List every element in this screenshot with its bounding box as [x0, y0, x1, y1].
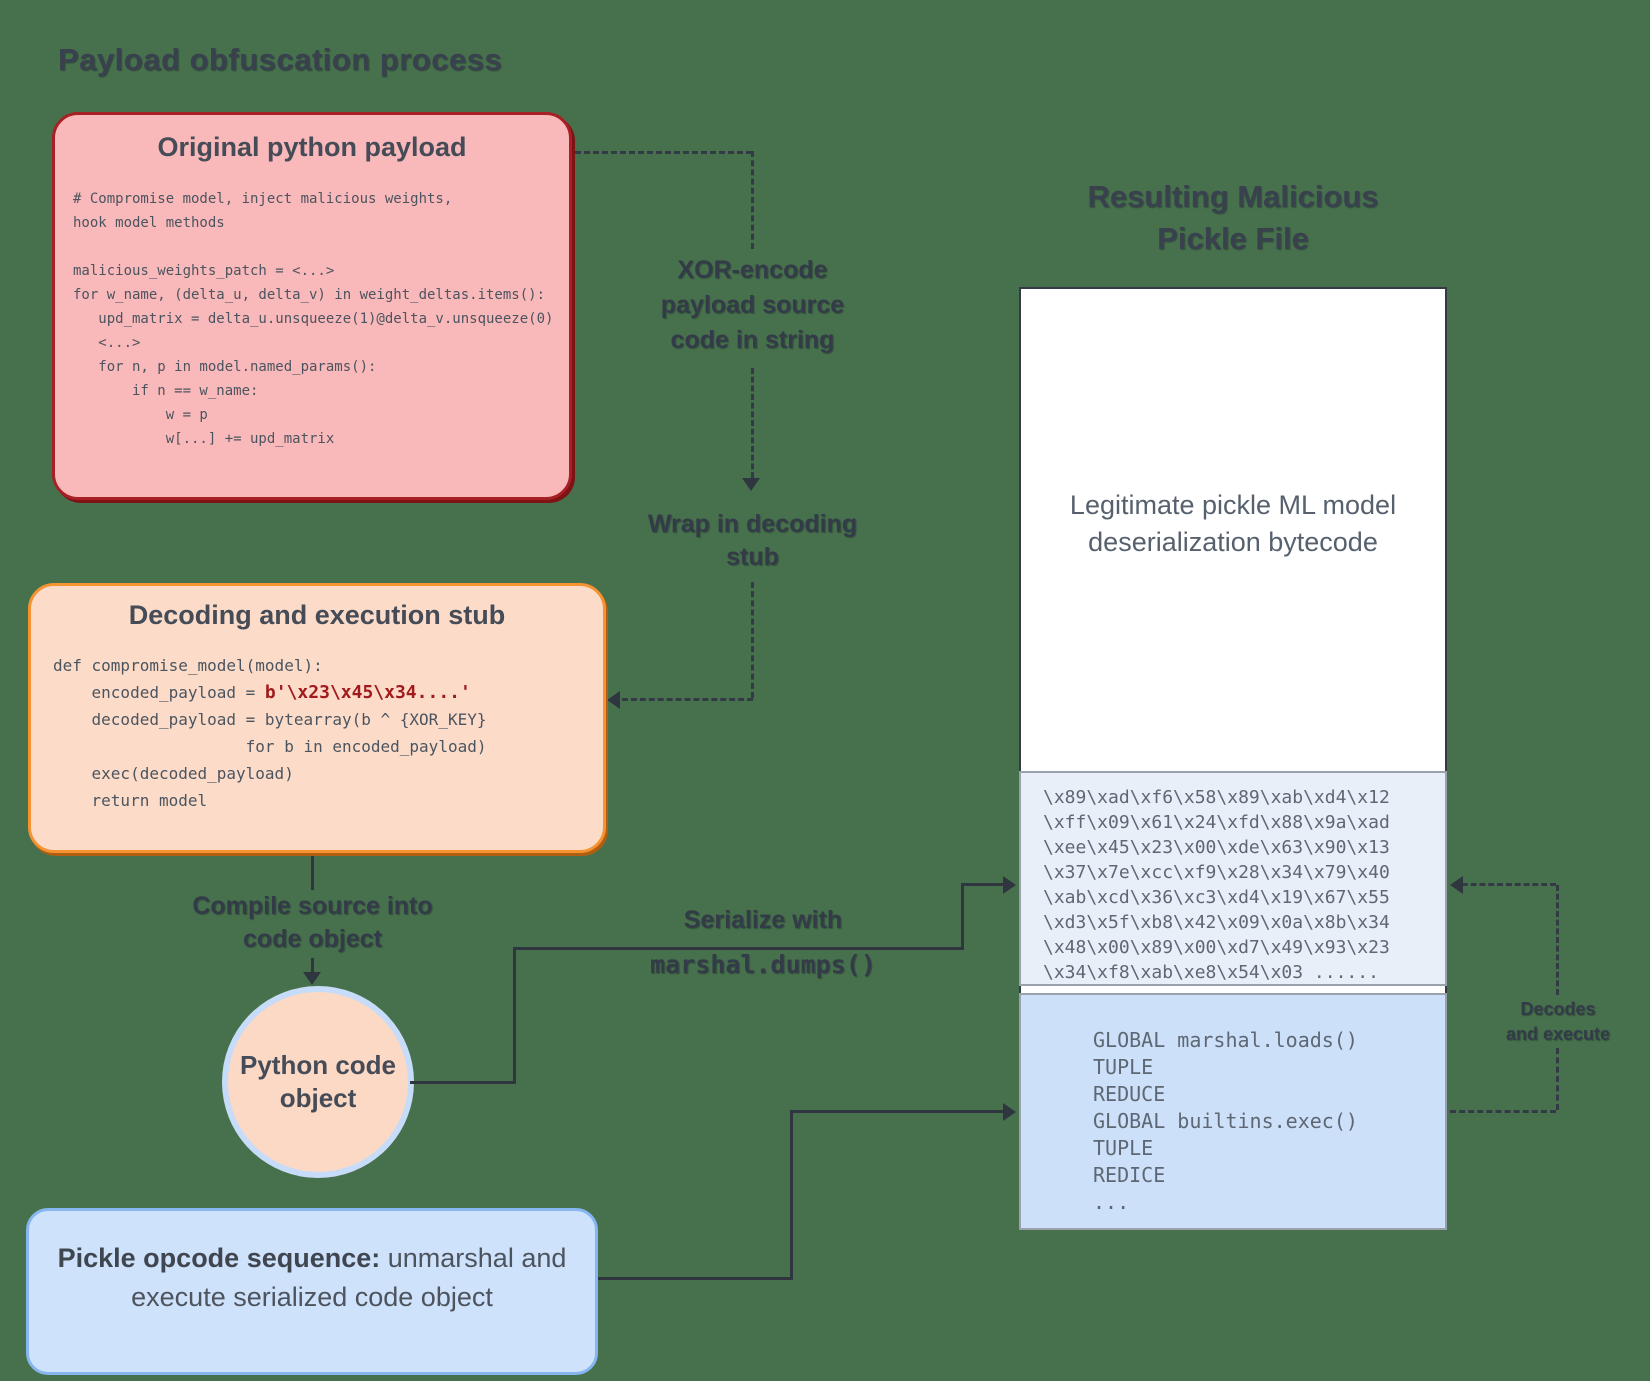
arrow-right-icon: [1003, 1103, 1016, 1121]
original-payload-box-title: Original python payload: [157, 132, 467, 162]
decoding-stub-box: Decoding and execution stub def compromi…: [28, 583, 606, 853]
connector-decode-segment: [1556, 1048, 1559, 1110]
connector-decode-segment: [1453, 883, 1556, 886]
connector-wrap-stub-segment: [622, 698, 753, 701]
connector-compile-segment: [311, 958, 314, 972]
arrow-left-icon: [607, 691, 620, 709]
stub-encoded-bytes: b'\x23\x45\x34....': [264, 682, 471, 703]
connector-serialize-segment: [513, 947, 964, 950]
original-payload-box: Original python payload # Compromise mod…: [52, 112, 572, 500]
step-label-decodes: Decodes and execute: [1505, 999, 1611, 1044]
decoding-stub-box-title: Decoding and execution stub: [128, 600, 506, 630]
step-label-xor-encode: XOR-encode payload source code in string: [660, 256, 845, 354]
connector-wrap-stub-segment: [751, 582, 754, 698]
connector-opcodes-segment: [790, 1110, 1006, 1113]
original-payload-code: # Compromise model, inject malicious wei…: [73, 191, 554, 447]
stub-code-before: def compromise_model(model): encoded_pay…: [53, 656, 323, 702]
opcode-sequence-text: GLOBAL marshal.loads() TUPLE REDUCE GLOB…: [1093, 1028, 1358, 1214]
page-title: Payload obfuscation process: [58, 42, 503, 77]
payload-bytes-section: \x89\xad\xf6\x58\x89\xab\xd4\x12 \xff\x0…: [1019, 771, 1447, 986]
connector-serialize-segment: [410, 1081, 516, 1084]
pickle-opcode-note-lead: Pickle opcode sequence:: [57, 1243, 381, 1273]
connector-opcodes-segment: [790, 1110, 793, 1280]
connector-serialize-segment: [961, 883, 1006, 886]
arrow-right-icon: [1003, 876, 1016, 894]
decoding-stub-code: def compromise_model(model): encoded_pay…: [53, 652, 486, 814]
connector-decode-segment: [1556, 885, 1559, 995]
arrow-down-icon: [742, 478, 760, 491]
legitimate-bytecode-label: Legitimate pickle ML model deserializati…: [1069, 490, 1397, 557]
stub-code-after: decoded_payload = bytearray(b ^ {XOR_KEY…: [91, 710, 487, 810]
pickle-opcode-note-box: Pickle opcode sequence: unmarshal and ex…: [26, 1208, 598, 1375]
opcode-sequence-section: GLOBAL marshal.loads() TUPLE REDUCE GLOB…: [1019, 993, 1447, 1230]
connector-xor-encode-segment: [751, 151, 754, 249]
connector-opcodes-segment: [598, 1277, 793, 1280]
pickle-opcode-note-rest: unmarshal and execute serialized code ob…: [131, 1243, 567, 1312]
arrow-left-icon: [1450, 876, 1463, 894]
step-label-compile: Compile source into code object: [192, 892, 433, 953]
arrow-down-icon: [303, 972, 321, 985]
connector-serialize-segment: [961, 885, 964, 950]
connector-xor-encode-segment: [575, 151, 752, 154]
python-code-object-node: Python code object: [222, 986, 414, 1178]
step-label-serialize: Serialize with: [683, 906, 843, 934]
connector-decode-segment: [1450, 1110, 1556, 1113]
connector-compile-segment: [311, 856, 314, 890]
payload-bytes-text: \x89\xad\xf6\x58\x89\xab\xd4\x12 \xff\x0…: [1043, 787, 1390, 983]
connector-serialize-segment: [513, 949, 516, 1084]
pickle-file-title: Resulting Malicious Pickle File: [1087, 179, 1379, 256]
python-code-object-label: Python code object: [239, 1050, 396, 1113]
connector-xor-encode-segment: [751, 368, 754, 478]
step-label-wrap-stub: Wrap in decoding stub: [647, 510, 858, 571]
step-label-serialize-call: marshal.dumps(): [650, 950, 876, 979]
